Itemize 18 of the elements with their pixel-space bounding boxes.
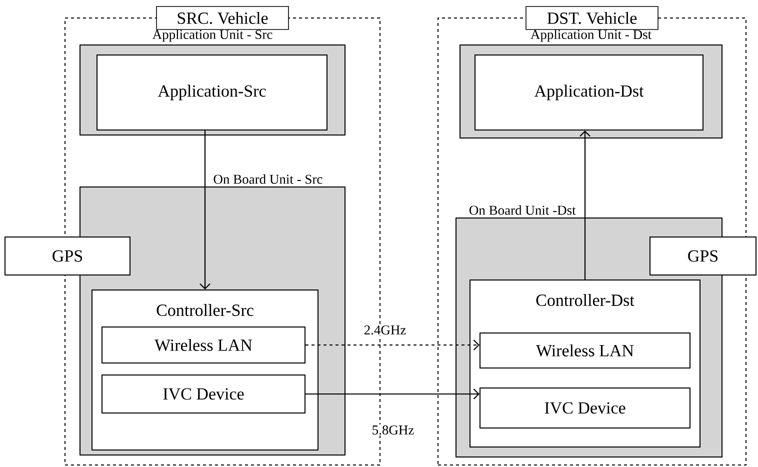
process-box: GPS <box>650 236 756 276</box>
process-box: Application-Src <box>96 54 328 130</box>
arrow <box>580 130 590 280</box>
edge-label: 2.4GHz <box>362 324 408 336</box>
process-box: Application-Dst <box>474 54 704 130</box>
node-label: Application Unit - Dst <box>530 30 652 42</box>
process-box: Wireless LAN <box>102 326 306 364</box>
node-label: On Board Unit -Dst <box>469 205 576 215</box>
process-box: IVC Device <box>102 374 306 414</box>
process-box: Wireless LAN <box>480 332 690 368</box>
arrow <box>306 340 480 350</box>
node-label: Application Unit - Src <box>152 30 272 42</box>
process-box: IVC Device <box>480 388 690 428</box>
process-box: GPS <box>4 236 130 276</box>
node-label: On Board Unit - Src <box>214 174 322 184</box>
arrow <box>200 130 210 290</box>
arrow <box>306 388 480 400</box>
edge-label: 5.8GHz <box>370 424 416 436</box>
